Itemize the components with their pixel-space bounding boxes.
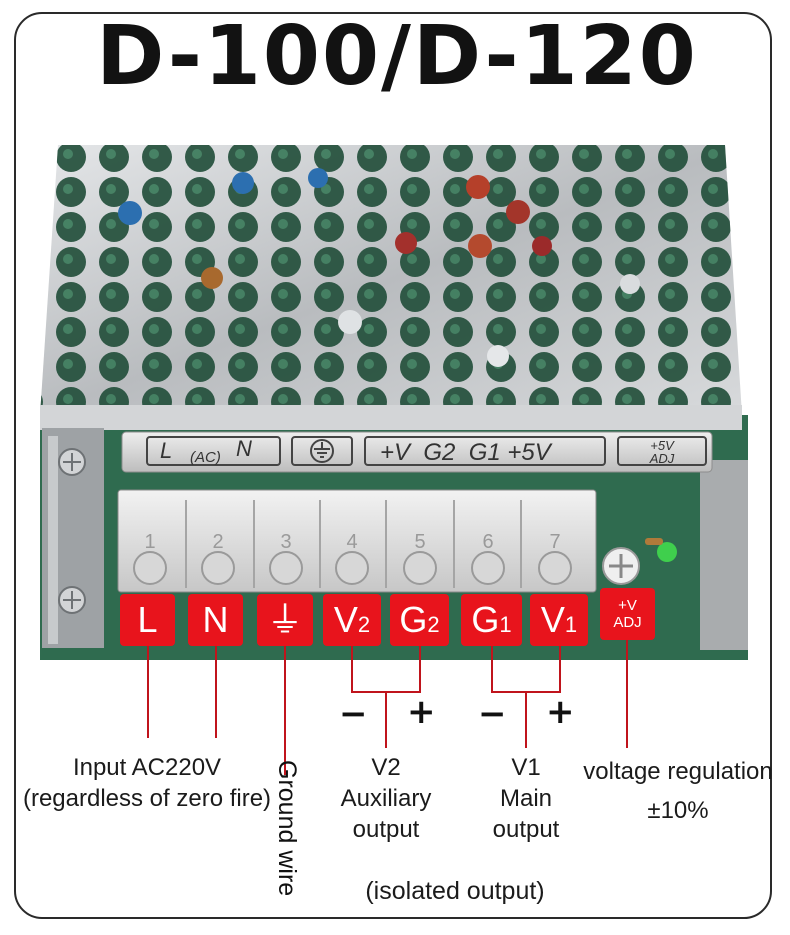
terminal-number: 3 bbox=[280, 531, 291, 553]
terminal-badge-ground: ⏚ bbox=[257, 594, 313, 646]
panel-input-l: L bbox=[160, 438, 172, 463]
terminal-badge-v2: V2 bbox=[323, 594, 381, 646]
terminal-screw-icon[interactable] bbox=[201, 551, 235, 585]
panel-adj-top: +5V bbox=[650, 438, 675, 453]
v1-minus-sign: − bbox=[478, 694, 507, 734]
terminal-badge-g2: G2 bbox=[390, 594, 449, 646]
terminal-number: 5 bbox=[414, 531, 425, 553]
terminal-screw-icon[interactable] bbox=[403, 551, 437, 585]
wire-leaders bbox=[147, 640, 628, 775]
v2-label: V2 Auxiliary output bbox=[340, 754, 432, 843]
label-strip bbox=[121, 431, 713, 473]
panel-adj-bottom: ADJ bbox=[649, 451, 675, 466]
terminal-number: 2 bbox=[212, 531, 223, 553]
input-label: Input AC220V (regardless of zero fire) bbox=[22, 754, 272, 812]
terminal-badge-g1: G1 bbox=[461, 594, 522, 646]
terminal-badge-n: N bbox=[188, 594, 243, 646]
panel-input-n: N bbox=[236, 436, 252, 461]
isolated-output-label: (isolated output) bbox=[365, 877, 545, 905]
terminal-screw-icon[interactable] bbox=[538, 551, 572, 585]
terminal-screw-icon[interactable] bbox=[269, 551, 303, 585]
v1-label: V1 Main output bbox=[492, 754, 560, 843]
ground-wire-label: Ground wire bbox=[273, 760, 301, 897]
terminal-screw-icon[interactable] bbox=[133, 551, 167, 585]
power-led-icon bbox=[657, 542, 677, 562]
regulation-label: voltage regulation ±10% bbox=[583, 758, 773, 824]
terminal-number: 4 bbox=[346, 531, 357, 553]
terminal-badge-l: L bbox=[120, 594, 175, 646]
terminal-badge-v1: V1 bbox=[530, 594, 588, 646]
terminal-number: 7 bbox=[549, 531, 560, 553]
terminal-screw-icon[interactable] bbox=[471, 551, 505, 585]
panel-input-ac: (AC) bbox=[190, 449, 221, 466]
panel-outputs: +V G2 G1 +5V bbox=[380, 439, 553, 466]
terminal-number: 1 bbox=[144, 531, 155, 553]
terminal-number: 6 bbox=[482, 531, 493, 553]
v2-plus-sign: + bbox=[407, 692, 436, 732]
model-title: D-100/D-120 bbox=[96, 12, 698, 104]
ground-icon: ⏚ bbox=[266, 599, 303, 640]
v2-minus-sign: − bbox=[339, 694, 368, 734]
v1-plus-sign: + bbox=[546, 692, 575, 732]
terminal-screw-icon[interactable] bbox=[335, 551, 369, 585]
